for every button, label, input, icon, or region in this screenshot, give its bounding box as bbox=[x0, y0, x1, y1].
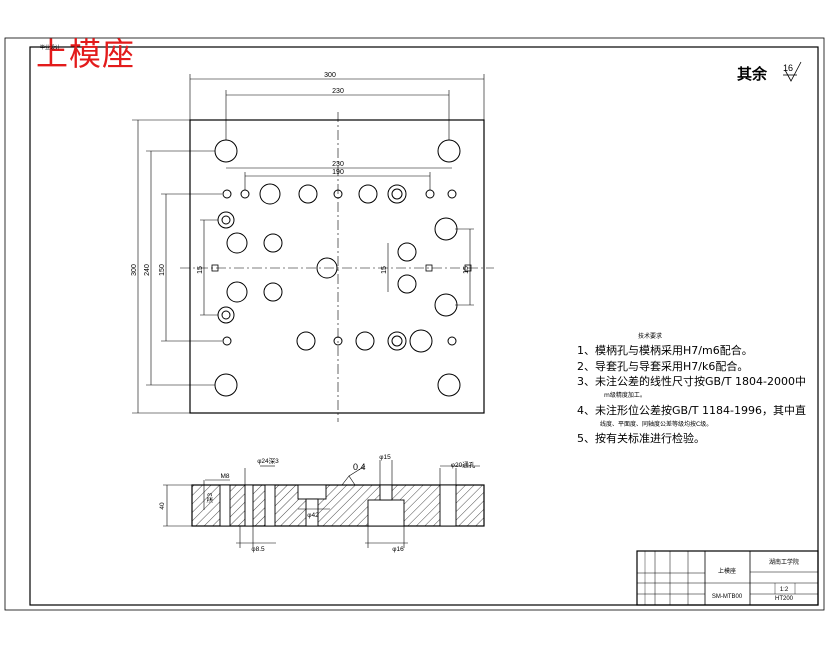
section-dim-d8: φ8.5 bbox=[251, 546, 265, 553]
dim-15-mid: 15 bbox=[381, 266, 388, 274]
title-block bbox=[636, 550, 819, 606]
plan-view: 300 230 230 190 300 240 150 15 15 15 bbox=[131, 72, 494, 422]
section-dim-height: 40 bbox=[159, 502, 166, 510]
section-dim-dep: 深3 bbox=[205, 493, 214, 504]
note-item-5: 5、按有关标准进行检验。 bbox=[577, 432, 705, 445]
dim-300-height: 300 bbox=[131, 264, 138, 276]
dim-230-holes: 230 bbox=[332, 161, 344, 168]
notes-heading: 技术要求 bbox=[638, 333, 663, 340]
section-view: 40 M8 φ24深3 φ20通孔 φ8.5 φ16 φ15 φ42 深3 0.… bbox=[159, 454, 485, 553]
section-dim-d15: φ15 bbox=[379, 454, 391, 461]
section-dim-m8: M8 bbox=[220, 473, 229, 480]
note-item-3: 3、未注公差的线性尺寸按GB/T 1804-2000中 bbox=[577, 375, 806, 388]
note-item-1: 1、模柄孔与模柄采用H7/m6配合。 bbox=[577, 344, 753, 357]
section-dim-d16: φ16 bbox=[392, 546, 404, 553]
title-scale: 1:2 bbox=[780, 587, 789, 593]
section-dim-d24: φ24深3 bbox=[257, 456, 279, 465]
roughness-label: 其余 bbox=[737, 65, 768, 83]
drawing-title: 上模座 bbox=[36, 35, 136, 73]
note-item-4b: 线度、平面度、同轴度公差等级均按C级。 bbox=[600, 421, 713, 428]
section-hatch bbox=[191, 484, 485, 527]
dim-15-left: 15 bbox=[197, 266, 204, 274]
section-dim-surface: 0.4 bbox=[353, 462, 366, 472]
dim-300-width: 300 bbox=[324, 72, 336, 79]
title-part-name: 上模座 bbox=[718, 567, 736, 575]
dim-240-height: 240 bbox=[144, 264, 151, 276]
dim-190-holes: 190 bbox=[332, 169, 344, 176]
section-dim-d20: φ20通孔 bbox=[451, 460, 476, 469]
section-dim-d42: φ42 bbox=[307, 512, 319, 519]
dim-150-height: 150 bbox=[159, 264, 166, 276]
note-item-3b: m级精度加工。 bbox=[604, 392, 646, 399]
note-item-2: 2、导套孔与导套采用H7/k6配合。 bbox=[577, 360, 749, 373]
outer-border bbox=[4, 37, 825, 611]
roughness-value: 16 bbox=[783, 63, 793, 73]
roughness-symbol bbox=[783, 61, 802, 82]
title-school: 湖南工学院 bbox=[769, 558, 799, 566]
plate-outline bbox=[189, 119, 485, 414]
note-item-4: 4、未注形位公差按GB/T 1184-1996，其中直 bbox=[577, 404, 806, 417]
dim-230-width: 230 bbox=[332, 88, 344, 95]
stamp-label: 毕业设计 bbox=[40, 45, 61, 51]
title-material: HT200 bbox=[775, 596, 794, 602]
dim-15-right: 15 bbox=[463, 266, 470, 274]
title-drawing-no: SM-MTB00 bbox=[712, 594, 743, 600]
inner-border bbox=[29, 46, 819, 606]
